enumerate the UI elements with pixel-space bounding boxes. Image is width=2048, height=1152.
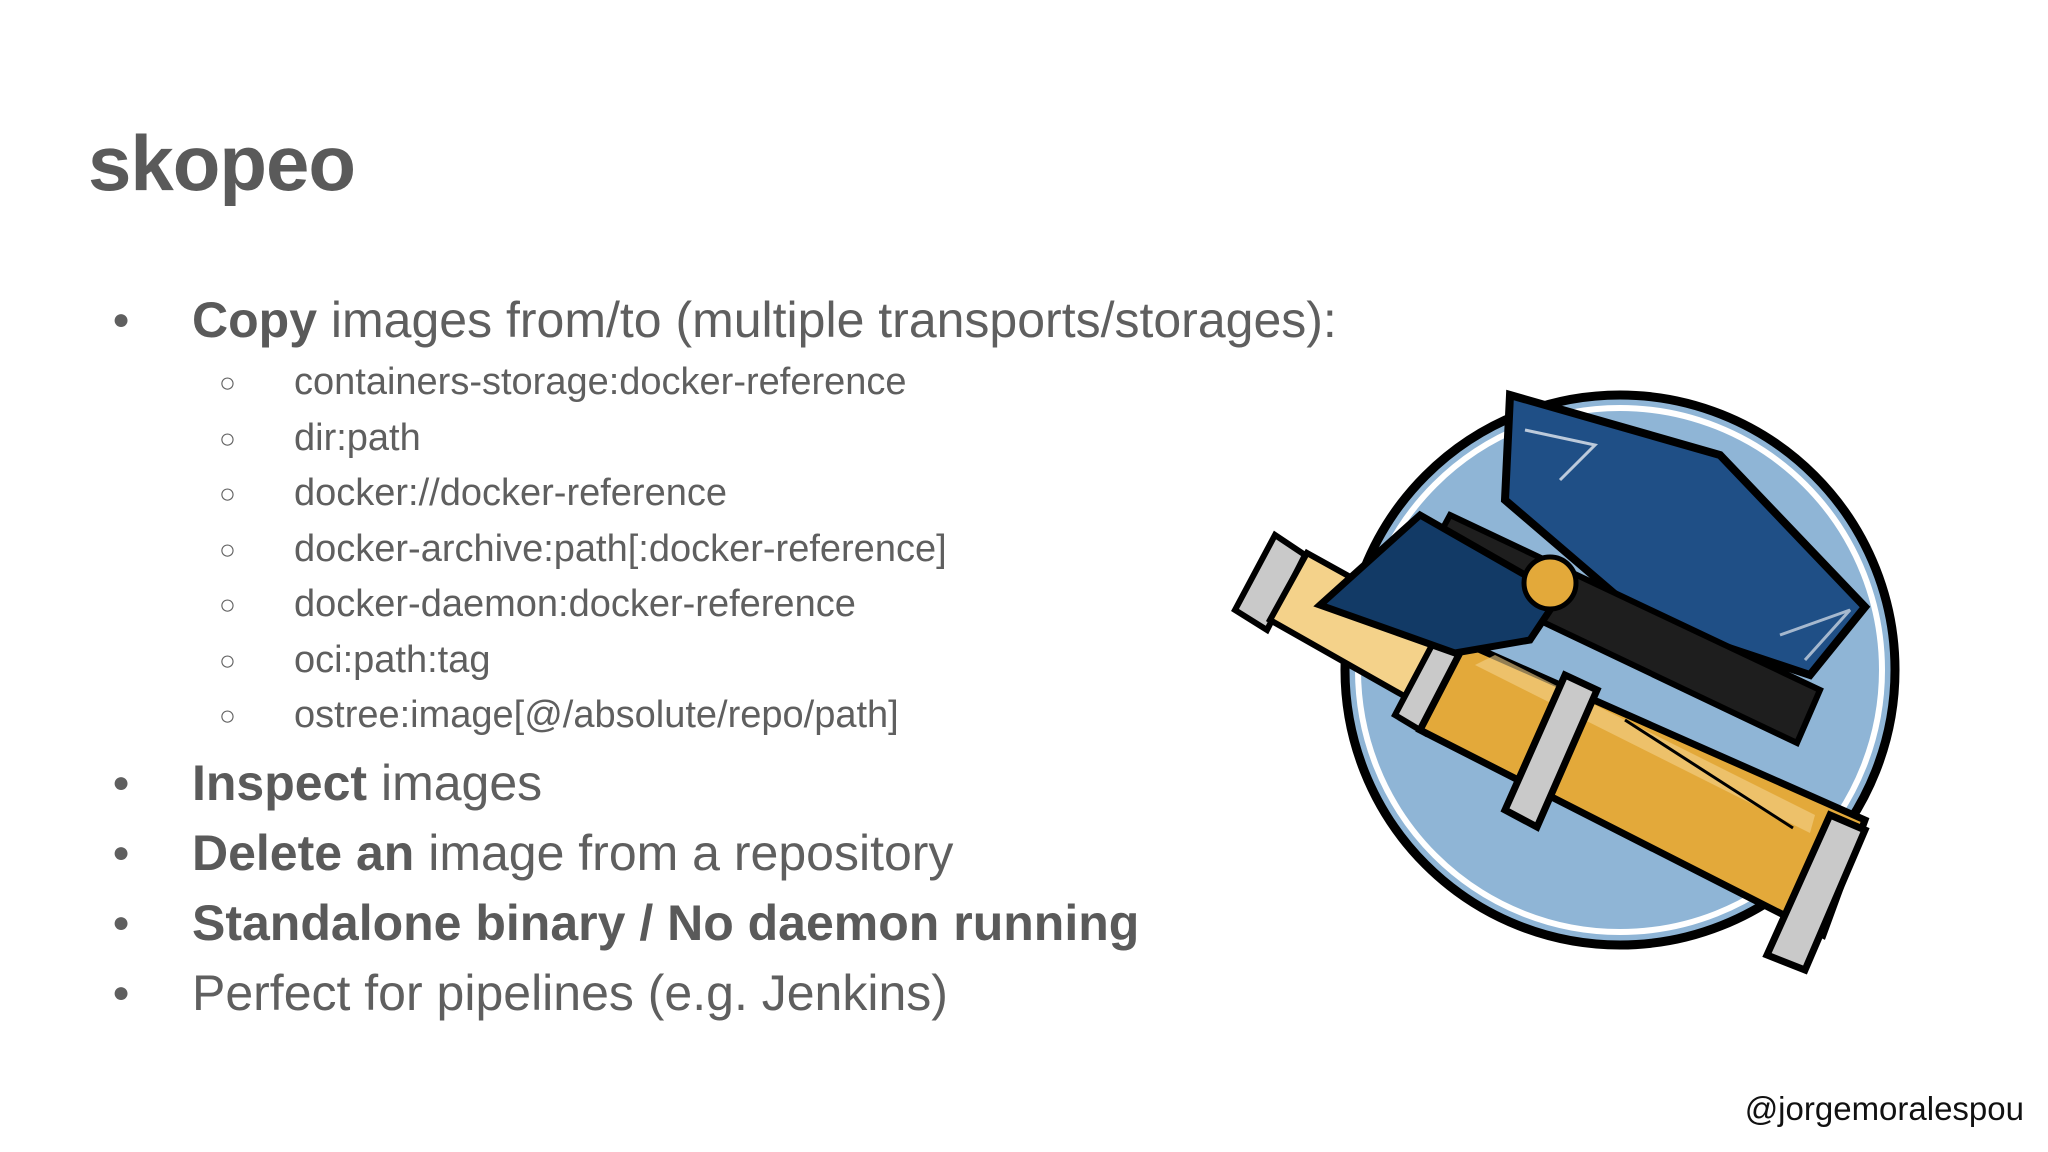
slide-title: skopeo — [88, 119, 356, 207]
bullet-inspect-text: images — [367, 754, 543, 811]
sub-bullet-icon: ○ — [219, 422, 236, 454]
bullet-dot-icon: ● — [112, 835, 131, 869]
hat-crown — [1500, 389, 1871, 680]
transport-sublist: ○ containers-storage:docker-reference ○ di… — [108, 355, 1337, 748]
bullet-delete-text: image from a repository — [414, 824, 954, 881]
captain-hat — [1313, 389, 1871, 748]
telescope-main-tube — [1415, 638, 1870, 940]
bullet-dot-icon: ● — [112, 975, 131, 1009]
telescope-end-rim — [1762, 810, 1870, 975]
bullet-list: ● Copy images from/to (multiple transpor… — [108, 285, 1337, 1028]
bullet-copy-text: images from/to (multiple transports/stor… — [317, 292, 1337, 348]
bullet-copy-bold: Copy — [192, 292, 317, 348]
bullet-inspect-bold: Inspect — [192, 754, 368, 811]
transport-item: ○ docker-daemon:docker-reference — [108, 577, 1337, 633]
transport-text: containers-storage:docker-reference — [294, 361, 907, 403]
transport-text: oci:path:tag — [294, 638, 491, 681]
bullet-standalone: ● Standalone binary / No daemon running — [108, 888, 1337, 958]
sub-bullet-icon: ○ — [219, 367, 236, 398]
sub-bullet-icon: ○ — [219, 478, 236, 509]
bullet-delete-bold: Delete an — [192, 824, 415, 881]
bullet-pipelines-text: Perfect for pipelines (e.g. Jenkins) — [192, 964, 948, 1021]
transport-text: docker://docker-reference — [294, 472, 727, 514]
sub-bullet-icon: ○ — [219, 533, 236, 565]
bullet-delete: ● Delete an image from a repository — [108, 818, 1337, 888]
telescope-ring-2 — [1500, 670, 1602, 832]
transport-item: ○ oci:path:tag — [108, 633, 1337, 689]
transport-text: docker-archive:path[:docker-reference] — [294, 527, 947, 570]
sub-bullet-icon: ○ — [219, 644, 236, 676]
bullet-dot-icon: ● — [112, 905, 131, 939]
author-handle: @jorgemoralespou — [1744, 1090, 2024, 1127]
skopeo-logo-icon — [1231, 389, 1900, 975]
bullet-inspect: ● Inspect images — [108, 748, 1337, 818]
bullet-dot-icon: ● — [112, 765, 131, 799]
bullet-pipelines: ● Perfect for pipelines (e.g. Jenkins) — [108, 958, 1337, 1028]
transport-item: ○ dir:path — [108, 411, 1337, 467]
sub-bullet-icon: ○ — [219, 700, 236, 731]
transport-item: ○ docker://docker-reference — [108, 466, 1337, 522]
bullet-standalone-bold: Standalone binary / No daemon running — [192, 894, 1140, 951]
bullet-copy: ● Copy images from/to (multiple transpor… — [108, 285, 1337, 355]
sub-bullet-icon: ○ — [219, 589, 236, 620]
transport-text: ostree:image[@/absolute/repo/path] — [294, 694, 899, 736]
hat-button — [1521, 554, 1579, 612]
transport-item: ○ docker-archive:path[:docker-reference] — [108, 522, 1337, 578]
telescope — [1231, 530, 1870, 975]
transport-text: dir:path — [294, 416, 421, 459]
hat-brim — [1313, 510, 1565, 657]
transport-sublist-container: ○ containers-storage:docker-reference ○ di… — [108, 355, 1337, 748]
transport-item: ○ ostree:image[@/absolute/repo/path] — [108, 688, 1337, 744]
bullet-dot-icon: ● — [112, 303, 131, 336]
transport-text: docker-daemon:docker-reference — [294, 583, 856, 625]
transport-item: ○ containers-storage:docker-reference — [108, 355, 1337, 411]
